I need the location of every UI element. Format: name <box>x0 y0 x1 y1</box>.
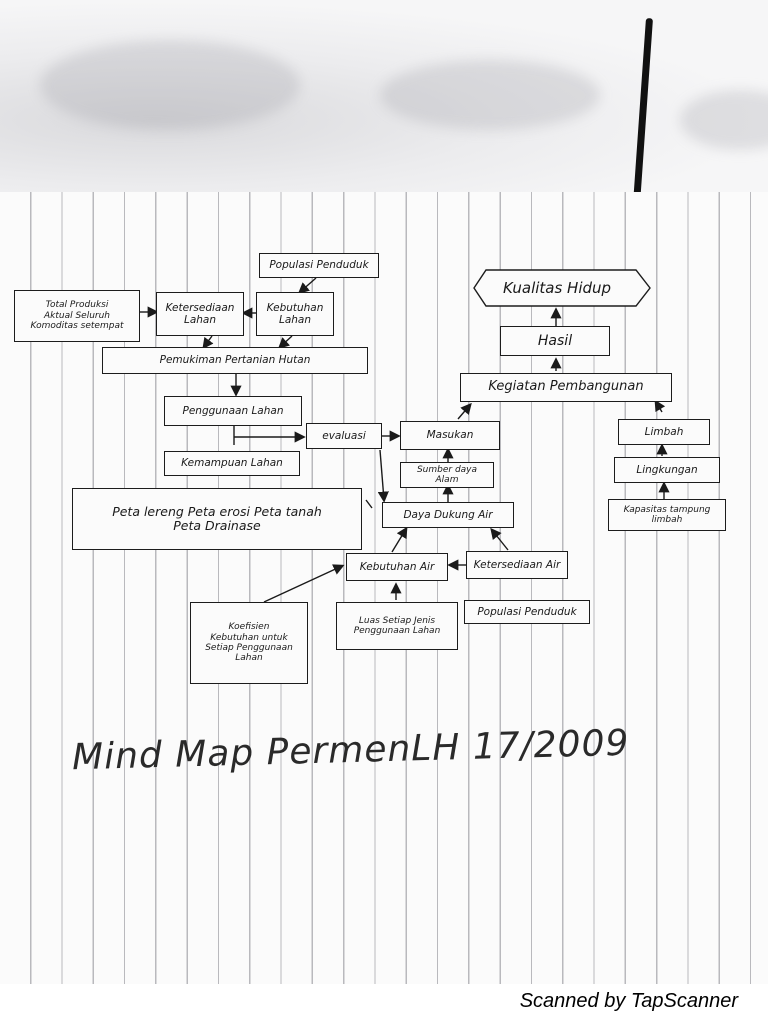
scanner-watermark: Scanned by TapScanner <box>519 990 738 1012</box>
node-kemampuan-lahan: Kemampuan Lahan <box>164 451 300 476</box>
node-masukan: Masukan <box>400 421 500 450</box>
node-pemukiman-pertanian-hutan: Pemukiman Pertanian Hutan <box>102 347 368 374</box>
node-sumber-daya-alam: Sumber daya Alam <box>400 462 494 488</box>
node-lingkungan: Lingkungan <box>614 457 720 483</box>
footer-bar <box>0 984 768 1024</box>
node-populasi-penduduk-bottom: Populasi Penduduk <box>464 600 590 624</box>
node-kualitas-hidup: Kualitas Hidup <box>462 268 652 308</box>
table-surface <box>0 0 768 200</box>
node-peta: Peta lereng Peta erosi Peta tanah Peta D… <box>72 488 362 550</box>
node-penggunaan-lahan: Penggunaan Lahan <box>164 396 302 426</box>
node-kebutuhan-lahan: Kebutuhan Lahan <box>256 292 334 336</box>
node-ketersediaan-air: Ketersediaan Air <box>466 551 568 579</box>
surface-texture <box>680 90 768 150</box>
node-kebutuhan-air: Kebutuhan Air <box>346 553 448 581</box>
hexagon-shape <box>473 269 651 307</box>
node-kapasitas-tampung-limbah: Kapasitas tampung limbah <box>608 499 726 531</box>
node-hasil: Hasil <box>500 326 610 356</box>
node-limbah: Limbah <box>618 419 710 445</box>
node-total-produksi: Total Produksi Aktual Seluruh Komoditas … <box>14 290 140 342</box>
node-populasi-penduduk-top: Populasi Penduduk <box>259 253 379 278</box>
kualitas-hidup-label: Kualitas Hidup <box>502 279 612 297</box>
node-daya-dukung-air: Daya Dukung Air <box>382 502 514 528</box>
node-kegiatan-pembangunan: Kegiatan Pembangunan <box>460 373 672 402</box>
node-evaluasi: evaluasi <box>306 423 382 449</box>
node-koefisien: Koefisien Kebutuhan untuk Setiap Penggun… <box>190 602 308 684</box>
node-luas-penggunaan-lahan: Luas Setiap Jenis Penggunaan Lahan <box>336 602 458 650</box>
surface-texture <box>380 60 600 130</box>
node-ketersediaan-lahan: Ketersediaan Lahan <box>156 292 244 336</box>
surface-texture <box>40 40 300 130</box>
